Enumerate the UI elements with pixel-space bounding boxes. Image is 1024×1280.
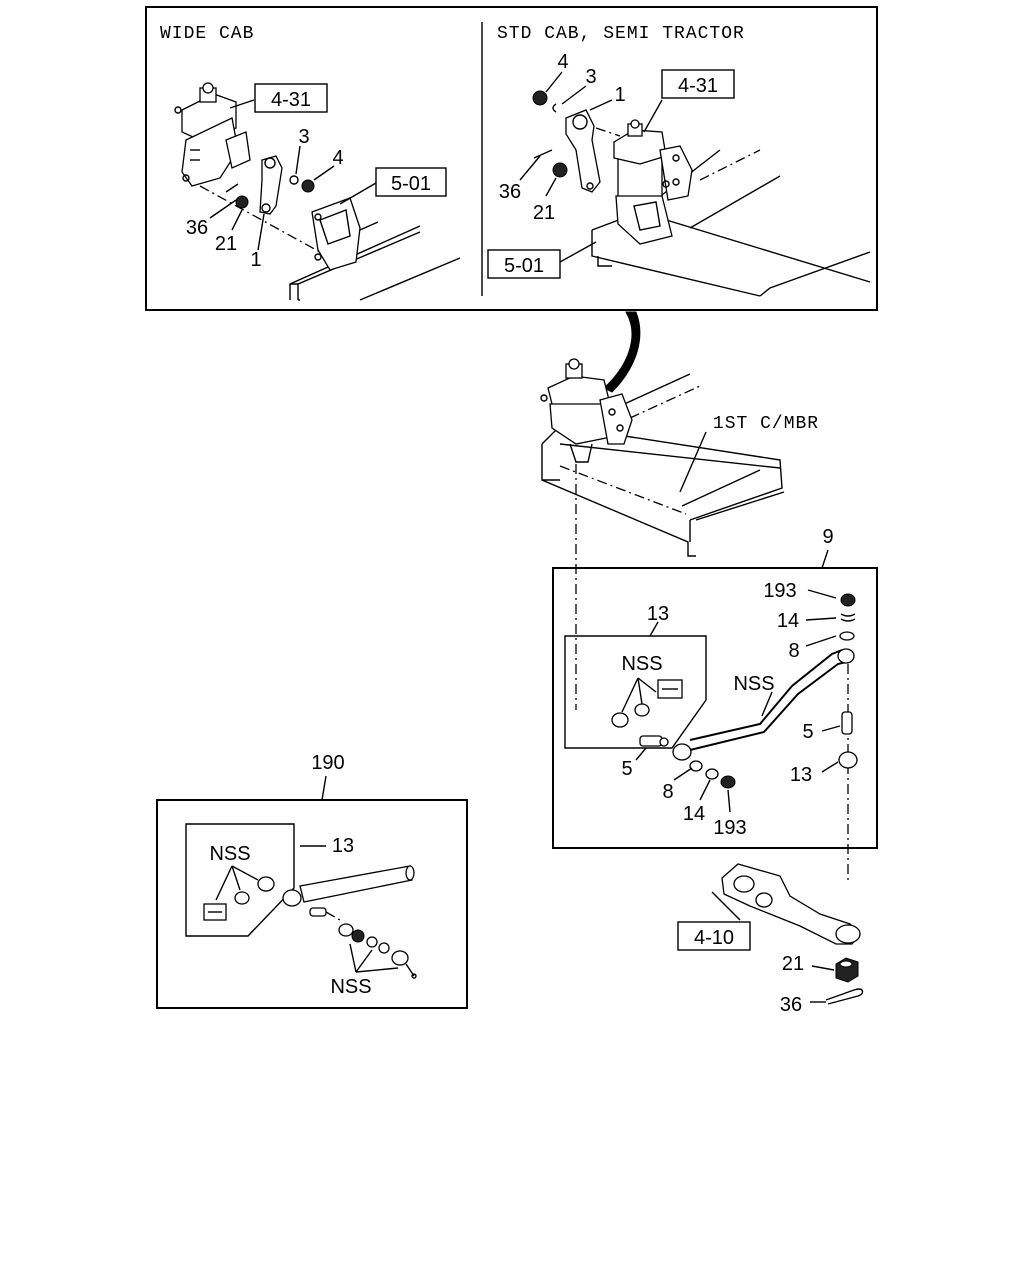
kit-nss-note-190: NSS (209, 843, 250, 865)
ref-5-01-left: 5-01 (391, 173, 431, 195)
callout-36-right: 36 (499, 181, 521, 203)
cotter-pin-36 (825, 988, 864, 1005)
assembly-190-title: 190 (311, 752, 344, 774)
callout-14-bot: 14 (683, 803, 705, 825)
crossmember (541, 373, 785, 557)
frame-rail-left (289, 225, 461, 301)
callout-21-right: 21 (533, 202, 555, 224)
steering-gear-center (540, 358, 633, 463)
plug-193-bot (720, 775, 736, 789)
castle-nut-21 (835, 957, 859, 983)
steering-gear-right (613, 119, 693, 245)
kit-13-label-9: 13 (647, 603, 669, 625)
seat-13-right (838, 751, 858, 769)
callout-5-right: 5 (802, 721, 813, 743)
callout-8-top: 8 (788, 640, 799, 662)
kit-nss-note-9: NSS (621, 653, 662, 675)
seal-8-top (839, 631, 855, 641)
nut-21-left (235, 195, 249, 209)
callout-1-left: 1 (250, 249, 261, 271)
std-cab-title: STD CAB, SEMI TRACTOR (497, 24, 745, 44)
callout-13-right: 13 (790, 764, 812, 786)
callout-3-right: 3 (585, 66, 596, 88)
ref-box-4-10[interactable]: 4-10 (677, 921, 751, 951)
pointer-arrow (603, 311, 641, 393)
seal-8-bot (689, 760, 703, 772)
small-parts-190 (309, 907, 417, 979)
ref-box-4-31-right[interactable]: 4-31 (661, 69, 735, 99)
knuckle-arm (721, 863, 861, 945)
wide-cab-title: WIDE CAB (160, 24, 254, 44)
callout-21-lower: 21 (782, 953, 804, 975)
rod-nss-note-9: NSS (733, 673, 774, 695)
ref-box-4-31-left[interactable]: 4-31 (254, 83, 328, 113)
nut-4-left (301, 179, 315, 193)
assembly-9-title: 9 (822, 526, 833, 548)
steering-gear-left (174, 82, 251, 187)
kit-13-box-190: 13 NSS (185, 823, 354, 937)
callout-36-left: 36 (186, 217, 208, 239)
callout-5-left: 5 (621, 758, 632, 780)
washer-3-right (552, 103, 557, 113)
callout-4-right: 4 (557, 51, 568, 73)
callout-14-top: 14 (777, 610, 799, 632)
callout-3-left: 3 (298, 126, 309, 148)
pitman-arm-right (565, 109, 601, 193)
wide-cab-view: WIDE CAB (160, 24, 461, 301)
callout-1-right: 1 (614, 84, 625, 106)
parts-nss-note-190: NSS (330, 976, 371, 998)
spring-14-top (840, 613, 856, 622)
pitman-arm-left (259, 155, 283, 215)
kit-13-box: 13 NSS (564, 603, 707, 749)
assembly-9: 9 13 NSS NSS (552, 526, 878, 880)
knuckle-arm-assembly: 4-10 21 36 (677, 863, 864, 1016)
top-panel: WIDE CAB (145, 6, 878, 311)
rod-end-190 (282, 865, 415, 907)
nut-4-right (532, 90, 548, 106)
ball-stud-5-left (639, 735, 663, 747)
frame-bracket-left (311, 197, 379, 271)
pin-36-right (533, 149, 553, 159)
center-assembly: 1ST C/MBR (540, 358, 819, 710)
ref-4-31-left: 4-31 (271, 89, 311, 111)
ref-box-5-01-left[interactable]: 5-01 (375, 167, 447, 197)
drag-link-rod (672, 648, 855, 761)
pin-36-left (225, 183, 239, 193)
ref-4-31-right: 4-31 (678, 75, 718, 97)
callout-193-bot: 193 (713, 817, 746, 839)
crossmember-label: 1ST C/MBR (713, 414, 819, 434)
callout-21-left: 21 (215, 233, 237, 255)
kit-cup-2 (634, 703, 650, 717)
washer-3-left (289, 175, 299, 185)
callout-36-lower: 36 (780, 994, 802, 1016)
callout-193-top: 193 (763, 580, 796, 602)
ref-box-5-01-right[interactable]: 5-01 (487, 249, 561, 279)
nut-21-right (552, 162, 568, 178)
spring-14-bot (705, 768, 719, 780)
plug-193-top (840, 593, 856, 607)
ref-5-01-right: 5-01 (504, 255, 544, 277)
assembly-190: 190 13 NSS (156, 752, 468, 1009)
callout-8-bot: 8 (662, 781, 673, 803)
std-cab-view: STD CAB, SEMI TRACTOR (487, 24, 871, 297)
kit-cup-1 (611, 712, 629, 728)
callout-4-left: 4 (332, 147, 343, 169)
ball-stud-5-right (841, 711, 853, 735)
ref-4-10: 4-10 (694, 927, 734, 949)
kit-13-label-190: 13 (332, 835, 354, 857)
